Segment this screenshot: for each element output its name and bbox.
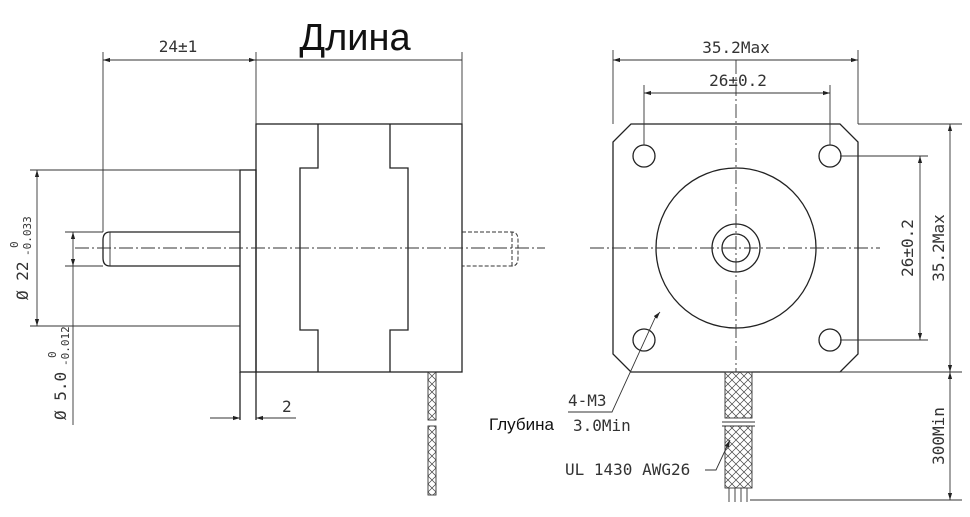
width-dimension: 35.2Max: [702, 38, 770, 57]
shaft-diameter-dimension: Ø 5.0 0 -0.012: [46, 326, 72, 420]
depth-label: Глубина: [489, 415, 554, 434]
flange: [239, 169, 257, 373]
mount-hole: [632, 144, 656, 168]
mount-hole: [632, 328, 656, 352]
length-dimension: 24±1: [159, 37, 198, 56]
svg-text:0: 0: [8, 241, 21, 248]
hole-spacing-vertical: 26±0.2: [898, 219, 917, 277]
svg-text:-0.033: -0.033: [21, 216, 34, 256]
wire-length-dimension: 300Min: [929, 407, 948, 465]
svg-text:-0.012: -0.012: [59, 326, 72, 366]
front-view: 35.2Max 26±0.2 26±0.2 35.2Max 300Min 4-M…: [489, 38, 962, 502]
side-view: 24±1 2 Ø 22 0 -0.033 Ø 5.0 0 -0.012: [8, 37, 545, 496]
wire-spec: UL 1430 AWG26: [565, 460, 690, 479]
drawing-title: Длина: [299, 17, 411, 59]
rear-shaft: [462, 231, 519, 267]
flange-dimension: 2: [282, 397, 292, 416]
svg-text:Ø 5.0: Ø 5.0: [51, 372, 70, 420]
mount-hole: [818, 144, 842, 168]
thread-label: 4-M3: [568, 391, 607, 410]
lead-wire: [427, 371, 437, 421]
hole-spacing-horizontal: 26±0.2: [709, 71, 767, 90]
svg-text:Ø 22: Ø 22: [13, 261, 32, 300]
mount-hole: [818, 328, 842, 352]
height-dimension: 35.2Max: [929, 214, 948, 282]
depth-value: 3.0Min: [573, 416, 631, 435]
pilot-diameter-dimension: Ø 22 0 -0.033: [8, 216, 34, 300]
svg-text:0: 0: [46, 351, 59, 358]
body-profile: [299, 124, 409, 372]
shaft: [102, 231, 240, 267]
lead-wire-bundle: [724, 371, 753, 419]
